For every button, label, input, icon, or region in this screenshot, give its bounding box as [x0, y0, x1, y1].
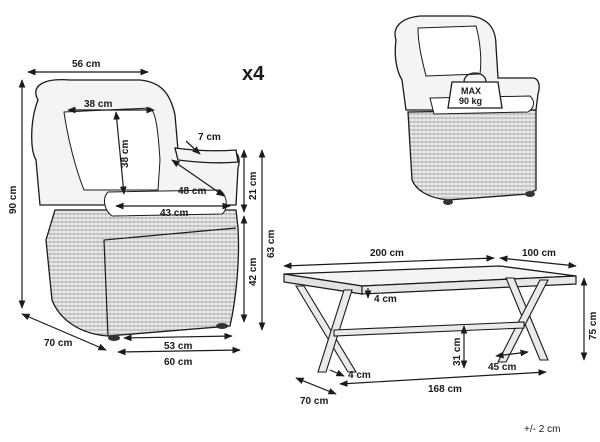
label-table-height: 75 cm	[588, 312, 599, 340]
weight-bag-handle	[463, 72, 487, 83]
small-chair-foot	[443, 199, 453, 205]
label-top-thickness: 4 cm	[374, 294, 397, 305]
label-leg-foot: 45 cm	[488, 362, 516, 373]
max-load-line2: 90 kg	[459, 96, 482, 106]
label-total-height: 90 cm	[8, 186, 19, 214]
table-stretcher	[333, 321, 525, 337]
label-seat-height: 42 cm	[248, 258, 259, 286]
tabletop-edge-side	[361, 275, 577, 295]
chair-body	[45, 209, 240, 337]
small-chair-foot-right	[525, 191, 535, 197]
small-back-cushion	[417, 25, 482, 77]
label-back-inner-width: 38 cm	[84, 99, 112, 110]
main-chair-drawing	[31, 79, 240, 341]
load-chair-drawing: MAX 90 kg	[394, 15, 540, 205]
tolerance-label: +/- 2 cm	[524, 424, 560, 435]
weight-bag	[447, 81, 503, 109]
label-table-width: 100 cm	[522, 248, 556, 259]
label-arm-height: 21 cm	[248, 172, 259, 200]
label-base-width: 53 cm	[164, 341, 192, 352]
label-width-top: 56 cm	[72, 59, 100, 70]
label-overall-side-height: 63 cm	[266, 230, 277, 258]
label-leg-thickness: 4 cm	[348, 370, 371, 381]
chair-armrest	[174, 147, 239, 164]
label-back-height: 38 cm	[120, 140, 131, 168]
label-table-length: 200 cm	[370, 248, 404, 259]
max-load-line1: MAX	[461, 86, 481, 96]
table-dimension-lines	[283, 254, 588, 395]
chair-foot-front-right	[216, 323, 228, 329]
label-chair-depth: 70 cm	[44, 338, 72, 349]
label-table-depth: 70 cm	[300, 396, 328, 407]
small-chair-body	[407, 109, 537, 201]
back-cushion	[63, 107, 161, 191]
label-overall-width: 60 cm	[164, 357, 192, 368]
table-drawing	[283, 265, 577, 373]
chair-dimension-lines	[18, 68, 266, 356]
quantity-label: x4	[242, 63, 265, 85]
label-leg-span: 168 cm	[428, 384, 462, 395]
label-arm-width: 7 cm	[198, 132, 221, 143]
label-seat-depth: 48 cm	[178, 186, 206, 197]
chair-foot-front-left	[108, 335, 120, 341]
right-leg-b	[497, 279, 549, 363]
label-leg-clearance: 31 cm	[452, 338, 463, 366]
chair-body-edge	[103, 227, 237, 337]
label-seat-width: 43 cm	[160, 208, 188, 219]
